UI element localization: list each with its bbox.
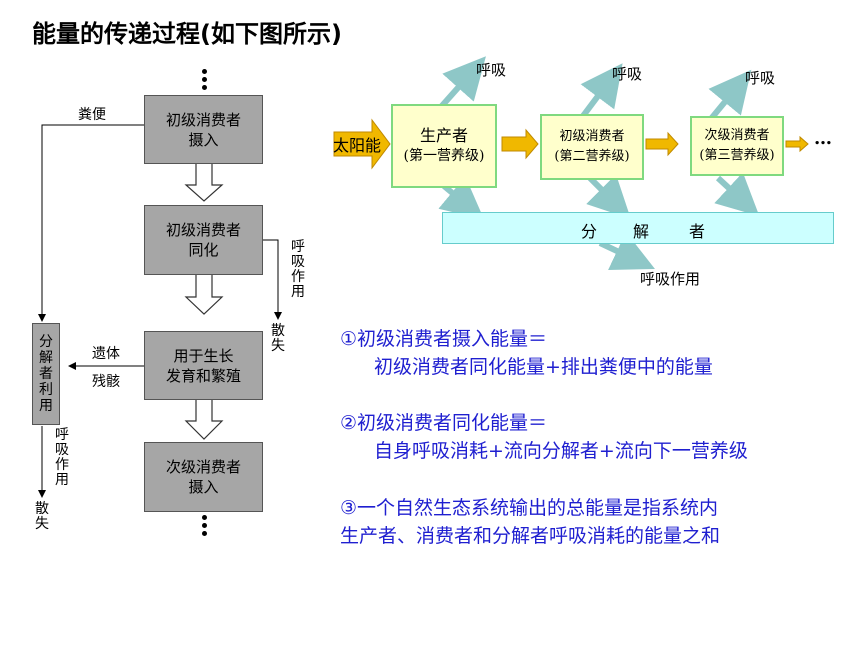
label-respiration-primary: 呼吸 [612,65,643,83]
box-decomposer-use: 分解者利用 [32,323,60,425]
label-remains-1: 遗体 [92,346,120,362]
label-respiration-producer: 呼吸 [476,61,507,79]
box-primary-assimilation: 初级消费者 同化 [144,205,263,275]
decomposer-char-2: 解 [633,222,650,241]
note-3-line-1: ③一个自然生态系统输出的总能量是指系统内 [340,497,719,519]
left-connector-lines [38,124,282,498]
box-primary-intake: 初级消费者 摄入 [144,95,263,164]
note-1-line-1: ①初级消费者摄入能量＝ [340,328,548,350]
note-2-line-2: 自身呼吸消耗+流向分解者+流向下一营养级 [374,440,748,462]
box-secondary-consumer: 次级消费者 (第三营养级) [690,116,784,176]
right-arrows [333,56,809,271]
note-3-line-2: 生产者、消费者和分解者呼吸消耗的能量之和 [340,525,721,547]
primary-label: 初级消费者 [559,129,625,144]
label-remains-2: 残骸 [92,374,120,390]
label-dissipate-a: 散失 [271,323,285,354]
continuation-dots-top [199,66,209,93]
label-decomposer-respiration: 呼吸作用 [640,270,701,288]
decomposer-char-3: 者 [689,222,706,241]
producer-label: 生产者 [419,126,468,145]
decomposer-char-1: 分 [581,222,598,241]
producer-level: (第一营养级) [403,148,485,164]
label-respiration-b: 呼吸作用 [55,427,69,488]
secondary-label: 次级消费者 [704,128,770,143]
primary-level: (第二营养级) [554,149,630,164]
box-secondary-intake: 次级消费者 摄入 [144,442,263,512]
label-respiration-secondary: 呼吸 [745,69,776,87]
label-dissipate-b: 散失 [35,501,49,532]
box-primary-consumer: 初级消费者 (第二营养级) [540,114,644,180]
label-ellipsis: … [814,128,832,149]
box-growth-reproduction: 用于生长 发育和繁殖 [144,331,263,400]
note-2-line-1: ②初级消费者同化能量＝ [340,412,548,434]
label-solar-energy: 太阳能 [333,136,382,155]
label-feces: 粪便 [78,107,106,123]
note-1-line-2: 初级消费者同化能量+排出粪便中的能量 [374,356,713,378]
continuation-dots-bottom [199,512,209,539]
decomposer-bar: 分 解 者 [442,212,834,244]
box-producer: 生产者 (第一营养级) [391,104,497,188]
page-title: 能量的传递过程(如下图所示) [32,20,342,48]
label-respiration-a: 呼吸作用 [291,239,305,300]
secondary-level: (第三营养级) [699,148,775,163]
